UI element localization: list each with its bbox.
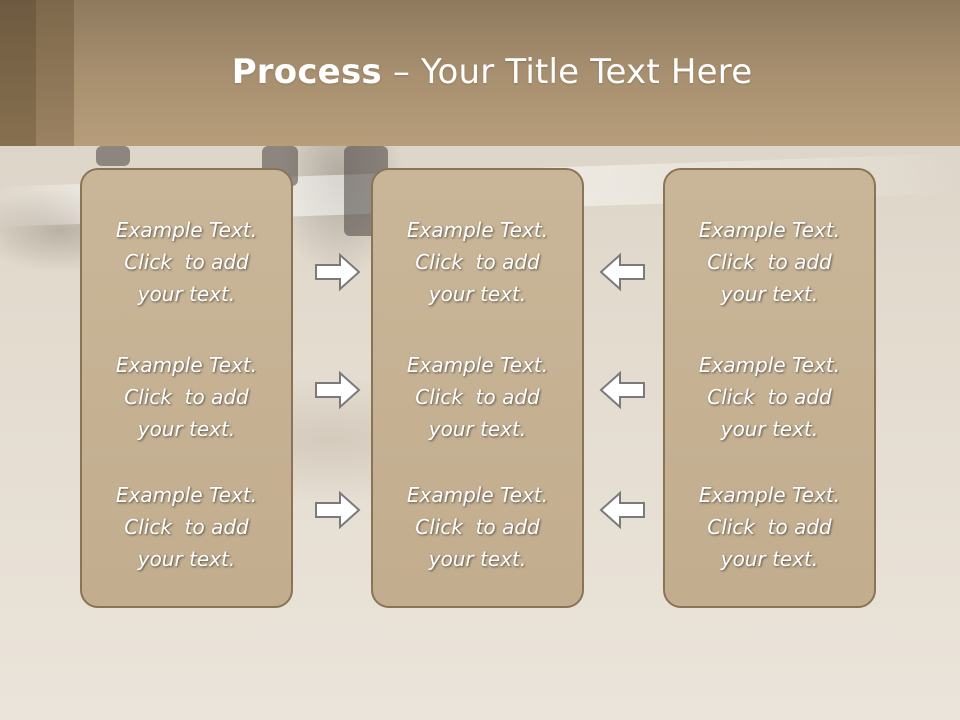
text-line: Example Text. bbox=[698, 218, 841, 242]
left-arrow-icon[interactable] bbox=[598, 252, 646, 292]
text-line: Example Text. bbox=[698, 353, 841, 377]
text-line: Example Text. bbox=[115, 483, 258, 507]
text-line: your text. bbox=[137, 282, 236, 306]
slide-title[interactable]: Process – Your Title Text Here bbox=[0, 52, 960, 92]
text-line: Click to add bbox=[415, 385, 540, 409]
text-line: your text. bbox=[428, 417, 527, 441]
text-line: Example Text. bbox=[406, 483, 549, 507]
title-bar: Process – Your Title Text Here bbox=[0, 0, 960, 146]
text-placeholder[interactable]: Example Text. Click to add your text. bbox=[373, 214, 582, 310]
text-line: your text. bbox=[428, 282, 527, 306]
text-line: Click to add bbox=[415, 515, 540, 539]
slide-title-bold: Process bbox=[231, 52, 382, 92]
text-placeholder[interactable]: Example Text. Click to add your text. bbox=[665, 214, 874, 310]
text-line: Click to add bbox=[415, 250, 540, 274]
text-line: Click to add bbox=[124, 250, 249, 274]
header-accent-block bbox=[0, 0, 36, 146]
header-accent-block bbox=[36, 0, 74, 146]
text-line: Example Text. bbox=[406, 218, 549, 242]
text-line: your text. bbox=[137, 417, 236, 441]
text-line: Example Text. bbox=[406, 353, 549, 377]
text-placeholder[interactable]: Example Text. Click to add your text. bbox=[373, 479, 582, 575]
text-line: Example Text. bbox=[698, 483, 841, 507]
text-line: your text. bbox=[720, 282, 819, 306]
slide-title-rest: – Your Title Text Here bbox=[381, 52, 753, 92]
process-box-center[interactable]: Example Text. Click to add your text. Ex… bbox=[371, 168, 584, 608]
text-line: your text. bbox=[428, 547, 527, 571]
text-placeholder[interactable]: Example Text. Click to add your text. bbox=[82, 214, 291, 310]
right-arrow-icon[interactable] bbox=[314, 370, 362, 410]
text-line: Click to add bbox=[124, 385, 249, 409]
text-line: your text. bbox=[720, 417, 819, 441]
right-arrow-icon[interactable] bbox=[314, 252, 362, 292]
text-line: Click to add bbox=[707, 250, 832, 274]
process-box-right[interactable]: Example Text. Click to add your text. Ex… bbox=[663, 168, 876, 608]
background-figure-leg-left bbox=[96, 146, 130, 166]
text-line: Example Text. bbox=[115, 353, 258, 377]
left-arrow-icon[interactable] bbox=[598, 370, 646, 410]
right-arrow-icon[interactable] bbox=[314, 490, 362, 530]
text-line: Click to add bbox=[707, 385, 832, 409]
process-box-left[interactable]: Example Text. Click to add your text. Ex… bbox=[80, 168, 293, 608]
text-line: your text. bbox=[720, 547, 819, 571]
left-arrow-icon[interactable] bbox=[598, 490, 646, 530]
text-placeholder[interactable]: Example Text. Click to add your text. bbox=[373, 349, 582, 445]
text-line: your text. bbox=[137, 547, 236, 571]
text-line: Click to add bbox=[707, 515, 832, 539]
text-line: Example Text. bbox=[115, 218, 258, 242]
text-placeholder[interactable]: Example Text. Click to add your text. bbox=[82, 479, 291, 575]
text-placeholder[interactable]: Example Text. Click to add your text. bbox=[82, 349, 291, 445]
text-line: Click to add bbox=[124, 515, 249, 539]
text-placeholder[interactable]: Example Text. Click to add your text. bbox=[665, 349, 874, 445]
text-placeholder[interactable]: Example Text. Click to add your text. bbox=[665, 479, 874, 575]
